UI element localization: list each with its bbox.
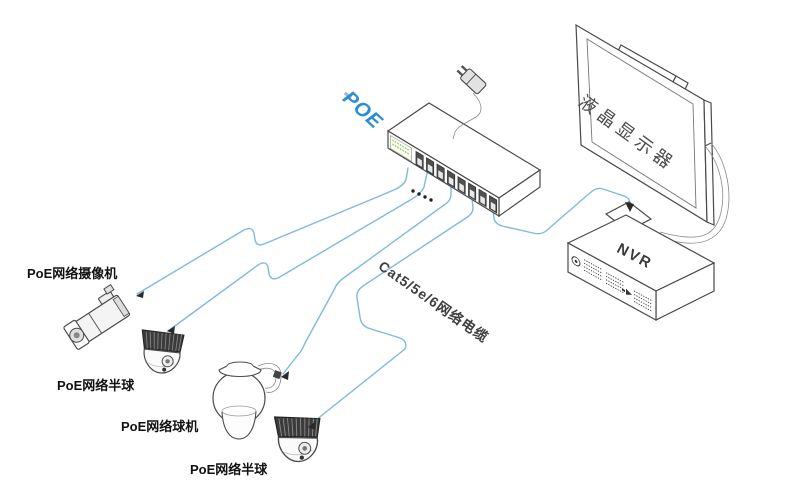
- switch-leds: [392, 139, 409, 155]
- dome-camera-1: [139, 329, 185, 375]
- cables: [136, 167, 631, 425]
- lcd-monitor: [575, 23, 715, 226]
- cable-to-nvr: [492, 187, 631, 235]
- cable-to-dome-2: [310, 197, 474, 425]
- cable-to-speed-dome: [282, 184, 452, 375]
- switch-ports: [415, 150, 498, 214]
- speed-dome-camera: [212, 361, 282, 440]
- more-ports-dots: [411, 189, 433, 202]
- cable-connectors: [136, 202, 634, 430]
- bullet-camera-label: PoE网络摄像机: [27, 266, 118, 281]
- speed-dome-label: PoE网络球机: [121, 419, 199, 434]
- monitor-screen: [586, 38, 697, 209]
- power-plug: [452, 65, 487, 140]
- nvr-front-panel: [571, 256, 652, 312]
- cable-to-bullet-camera: [136, 167, 409, 295]
- dome-1-label: PoE网络半球: [57, 378, 135, 393]
- nvr-recorder: [566, 214, 716, 322]
- dome-2-label: PoE网络半球: [190, 462, 268, 477]
- bullet-camera: [63, 283, 131, 350]
- poe-switch: [386, 102, 542, 218]
